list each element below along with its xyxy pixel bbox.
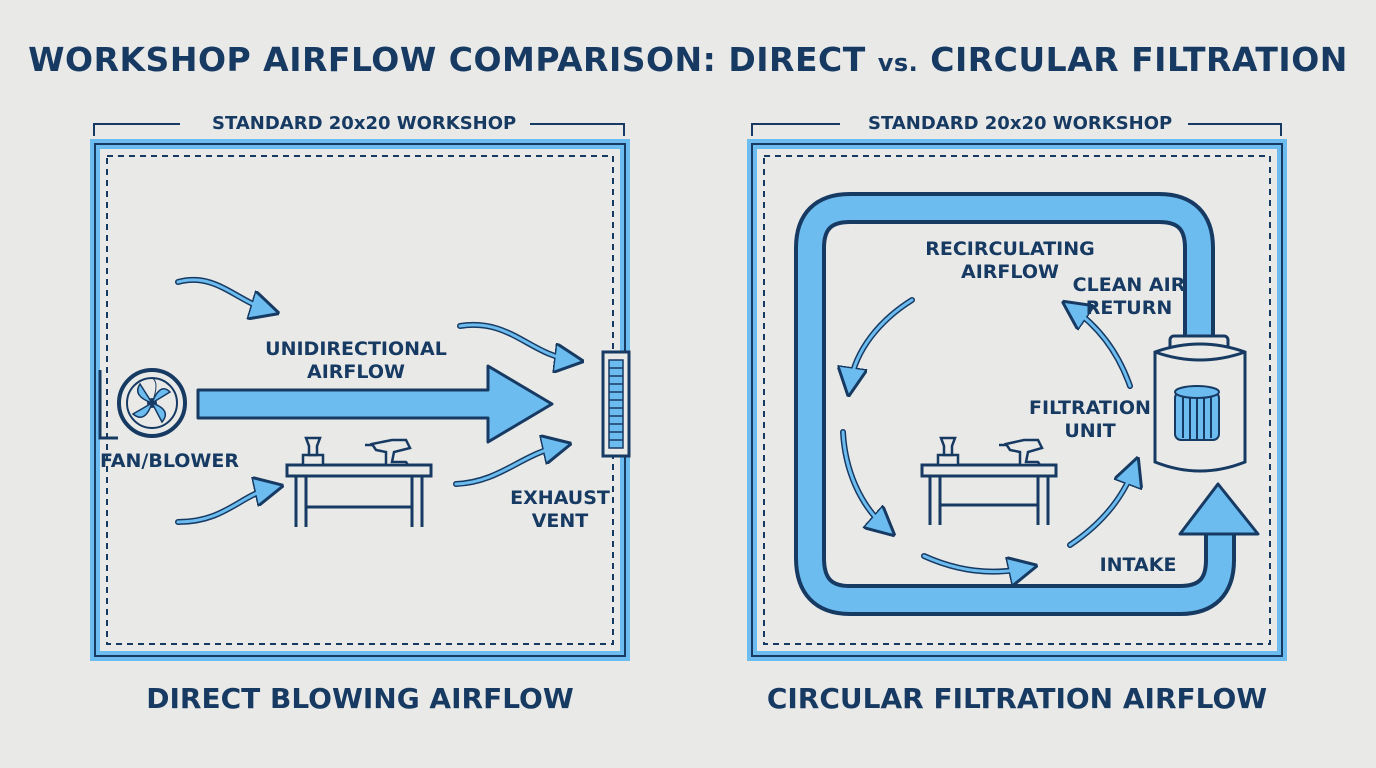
fan-icon (98, 368, 187, 440)
filtration-unit-label: FILTRATION UNIT (1029, 397, 1151, 442)
drill-right-icon (999, 438, 1044, 467)
title-vs: vs. (877, 49, 919, 77)
filter-cartridge-icon (1174, 385, 1220, 441)
title-tail: CIRCULAR FILTRATION (918, 40, 1348, 79)
intake-label: INTAKE (1099, 554, 1177, 576)
circular-loop-arrow (794, 192, 1260, 616)
exhaust-vent-icon (601, 350, 631, 458)
title-main: WORKSHOP AIRFLOW COMPARISON: DIRECT (28, 40, 878, 79)
vise-right-icon (936, 436, 960, 467)
page-title: WORKSHOP AIRFLOW COMPARISON: DIRECT vs. … (0, 40, 1376, 79)
fan-blower-label: FAN/BLOWER (100, 450, 239, 472)
drill-icon (365, 438, 412, 467)
workbench-icon (285, 463, 433, 527)
right-caption: CIRCULAR FILTRATION AIRFLOW (766, 682, 1268, 715)
left-flow-arrows (175, 276, 572, 525)
unidirectional-airflow-label: UNIDIRECTIONAL AIRFLOW (265, 338, 447, 383)
unidirectional-arrow (196, 364, 554, 444)
right-room-label: STANDARD 20x20 WORKSHOP (856, 113, 1185, 134)
right-flow-arrows (843, 297, 1134, 572)
clean-air-return-label: CLEAN AIR RETURN (1072, 274, 1186, 319)
workbench-right-icon (920, 463, 1058, 525)
recirculating-airflow-label: RECIRCULATING AIRFLOW (925, 238, 1095, 283)
right-room (747, 123, 1287, 661)
exhaust-vent-label: EXHAUST VENT (510, 487, 610, 532)
left-room-label: STANDARD 20x20 WORKSHOP (200, 113, 529, 134)
vise-icon (301, 436, 325, 467)
left-caption: DIRECT BLOWING AIRFLOW (146, 682, 574, 715)
